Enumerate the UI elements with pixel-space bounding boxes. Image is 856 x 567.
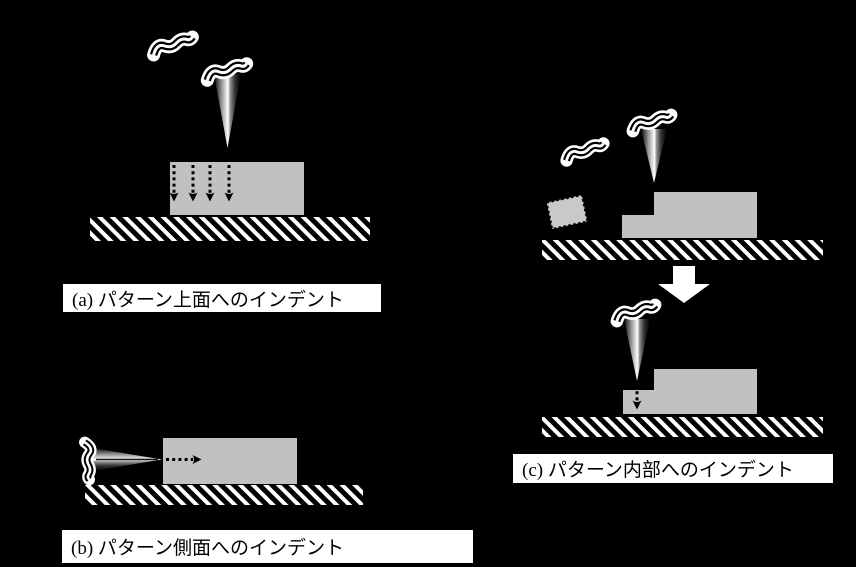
milled-chip-rect xyxy=(545,193,589,231)
pattern-block-a xyxy=(170,162,304,215)
vibration-squiggle-icon xyxy=(82,442,92,479)
vibration-squiggle-icon xyxy=(615,305,657,321)
panel-c xyxy=(542,115,823,437)
indenter-tip-a xyxy=(214,74,241,148)
caption-panel-b: (b) パターン側面へのインデント xyxy=(62,530,473,563)
caption-panel-c: (c) パターン内部へのインデント xyxy=(513,454,833,483)
stepped-pattern-block-before xyxy=(622,192,757,238)
vibration-squiggle-icon xyxy=(631,115,673,131)
substrate-b xyxy=(85,485,363,505)
indenter-tip-c-before xyxy=(641,129,667,183)
panel-a xyxy=(90,37,370,241)
substrate-c-after xyxy=(542,417,823,437)
vibration-squiggle-icon xyxy=(206,63,249,80)
process-step-arrow-icon xyxy=(658,266,710,303)
panel-b xyxy=(82,438,363,505)
caption-panel-a: (a) パターン上面へのインデント xyxy=(63,284,381,312)
stepped-pattern-block-after xyxy=(623,369,757,414)
vibration-squiggle-icon xyxy=(565,143,606,160)
substrate-c-before xyxy=(542,240,823,260)
indent-arrows-a xyxy=(169,165,234,202)
indenter-tip-c-after xyxy=(624,319,650,381)
pattern-block-b xyxy=(163,438,297,484)
vibration-squiggle-icon xyxy=(152,37,195,55)
substrate-a xyxy=(90,217,370,241)
